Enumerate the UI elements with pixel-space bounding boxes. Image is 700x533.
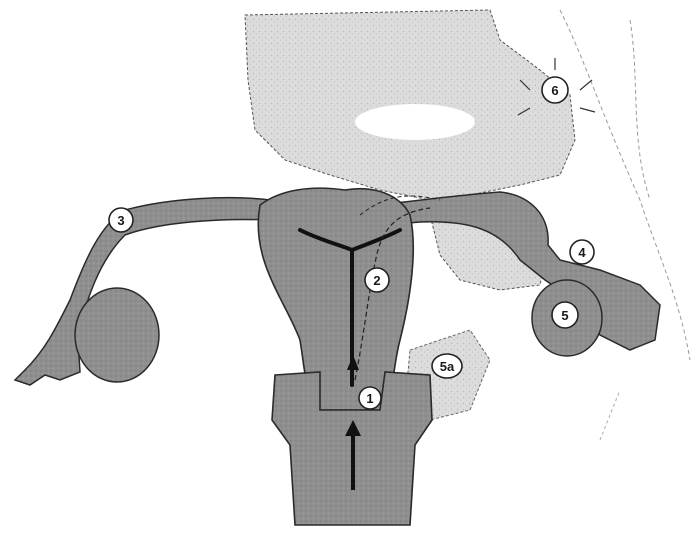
label-5a: 5a (432, 354, 462, 378)
left-ovary (75, 288, 159, 382)
label-3: 3 (109, 208, 133, 232)
svg-text:4: 4 (578, 245, 586, 260)
pelvic-wall-line-2 (630, 20, 650, 200)
svg-text:3: 3 (117, 213, 124, 228)
svg-text:1: 1 (366, 391, 373, 406)
peritoneum-highlight (355, 104, 475, 140)
svg-text:2: 2 (373, 273, 380, 288)
label-2: 2 (365, 268, 389, 292)
svg-text:6: 6 (551, 83, 558, 98)
pelvic-wall-line-3 (600, 390, 620, 440)
svg-text:5a: 5a (440, 359, 455, 374)
svg-text:5: 5 (561, 308, 568, 323)
label-5: 5 (552, 302, 578, 328)
label-6: 6 (542, 77, 568, 103)
label-4: 4 (570, 240, 594, 264)
label-1: 1 (359, 387, 381, 409)
